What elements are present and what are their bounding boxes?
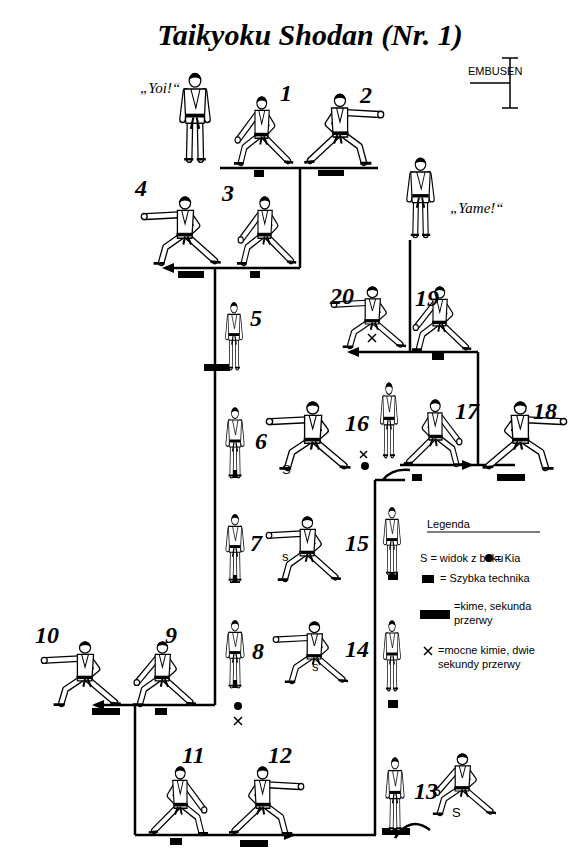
direction-arrow-part bbox=[462, 460, 474, 470]
step-number: 9 bbox=[165, 622, 177, 648]
timing-bar-part bbox=[250, 271, 260, 278]
karateka-figure-part bbox=[227, 302, 241, 368]
karateka-figure-part bbox=[183, 73, 208, 159]
step-number: 5 bbox=[250, 305, 262, 331]
embusen-path-part bbox=[383, 470, 410, 480]
step-number: 11 bbox=[182, 742, 205, 768]
embusen-path bbox=[95, 168, 515, 838]
step-number: 16 bbox=[345, 410, 369, 436]
side-view-mark: s bbox=[312, 660, 319, 674]
step-number: 3 bbox=[222, 180, 234, 206]
kia-dot bbox=[234, 462, 493, 710]
karateka-figure-part bbox=[229, 766, 304, 833]
embusen-path-part bbox=[95, 168, 515, 835]
karateka-figure-part bbox=[266, 516, 341, 579]
timing-bar-part bbox=[204, 364, 230, 371]
step-number: 20 bbox=[330, 283, 354, 309]
strong-kime-mark-part bbox=[368, 334, 376, 342]
karateka-figure-part bbox=[228, 407, 243, 475]
karateka-figure-part bbox=[409, 158, 432, 235]
timing-bar-part bbox=[178, 271, 204, 278]
timing-bar-part bbox=[92, 708, 120, 715]
step-number: 18 bbox=[533, 398, 557, 424]
timing-bar-part bbox=[254, 170, 264, 177]
legend-text: = Szybka technika bbox=[440, 571, 530, 585]
kia-dot-part bbox=[361, 462, 369, 470]
command-text: „Yame!“ bbox=[450, 200, 504, 217]
timing-bar-part bbox=[432, 353, 444, 360]
step-number: 13 bbox=[414, 778, 438, 804]
step-number: 17 bbox=[455, 398, 479, 424]
direction-arrow bbox=[92, 263, 474, 840]
karateka-figure-part bbox=[382, 382, 396, 455]
karateka-figure-part bbox=[133, 641, 196, 704]
step-number: 8 bbox=[252, 638, 264, 664]
timing-bar-part bbox=[240, 840, 268, 847]
strong-kime-mark-part bbox=[360, 451, 367, 458]
legend-text: =kime, sekunda przerwy bbox=[454, 599, 554, 628]
timing-bar-part bbox=[318, 170, 344, 176]
timing-bar-part bbox=[388, 700, 398, 708]
karateka-figure-part bbox=[41, 641, 120, 704]
karateka-figure-part bbox=[433, 753, 496, 814]
timing-bar-part bbox=[412, 474, 422, 481]
kia-dot-part bbox=[234, 702, 242, 710]
timing-bar-part bbox=[497, 474, 525, 481]
legend-text: =mocne kimie, dwie sekundy przerwy bbox=[438, 643, 558, 672]
karateka-figure-part bbox=[385, 620, 399, 688]
side-view-mark: s bbox=[282, 550, 289, 564]
side-view-mark: S bbox=[452, 806, 461, 820]
karateka-figure-part bbox=[228, 514, 243, 580]
karateka-figure bbox=[41, 73, 566, 834]
legend-swatch bbox=[420, 610, 450, 619]
legend-underline bbox=[427, 532, 540, 533]
strong-kime-mark-part bbox=[234, 717, 242, 725]
legend-text: S = widok z boku bbox=[420, 551, 503, 565]
diagram-title: Taikyoku Shodan (Nr. 1) bbox=[100, 18, 520, 51]
step-number: 2 bbox=[360, 82, 372, 108]
karateka-figure-part bbox=[273, 621, 348, 682]
legend-swatch bbox=[422, 575, 434, 583]
step-number: 14 bbox=[345, 636, 369, 662]
side-view-mark: S bbox=[282, 463, 291, 477]
command-text: „Yoi!“ bbox=[140, 80, 180, 97]
step-number: 7 bbox=[250, 530, 262, 556]
strong-kime-mark-part bbox=[424, 647, 432, 655]
timing-bar-part bbox=[170, 838, 182, 845]
embusen-label: EMBUSEN bbox=[468, 65, 522, 77]
step-number: 12 bbox=[268, 742, 292, 768]
karateka-figure-part bbox=[149, 766, 208, 833]
step-number: 19 bbox=[415, 285, 439, 311]
karateka-figure-part bbox=[404, 399, 463, 464]
step-number: 1 bbox=[280, 80, 292, 106]
timing-bar-part bbox=[155, 708, 167, 715]
karateka-figure-part bbox=[237, 196, 296, 263]
step-number: 4 bbox=[135, 175, 147, 201]
legend-heading: Legenda bbox=[427, 518, 470, 530]
step-number: 10 bbox=[35, 622, 59, 648]
legend-underline-part bbox=[427, 532, 540, 533]
karateka-figure-part bbox=[388, 757, 403, 828]
step-number: 6 bbox=[255, 428, 267, 454]
karateka-figure-part bbox=[234, 96, 293, 163]
karateka-figure-part bbox=[385, 507, 399, 573]
karateka-figure-part bbox=[228, 620, 243, 686]
step-number: 15 bbox=[345, 530, 369, 556]
timing-bar bbox=[92, 170, 525, 847]
strong-kime-mark bbox=[234, 334, 432, 725]
karateka-figure-part bbox=[266, 401, 350, 468]
legend-text: = Kia bbox=[495, 551, 520, 565]
karateka-figure-part bbox=[141, 196, 220, 263]
